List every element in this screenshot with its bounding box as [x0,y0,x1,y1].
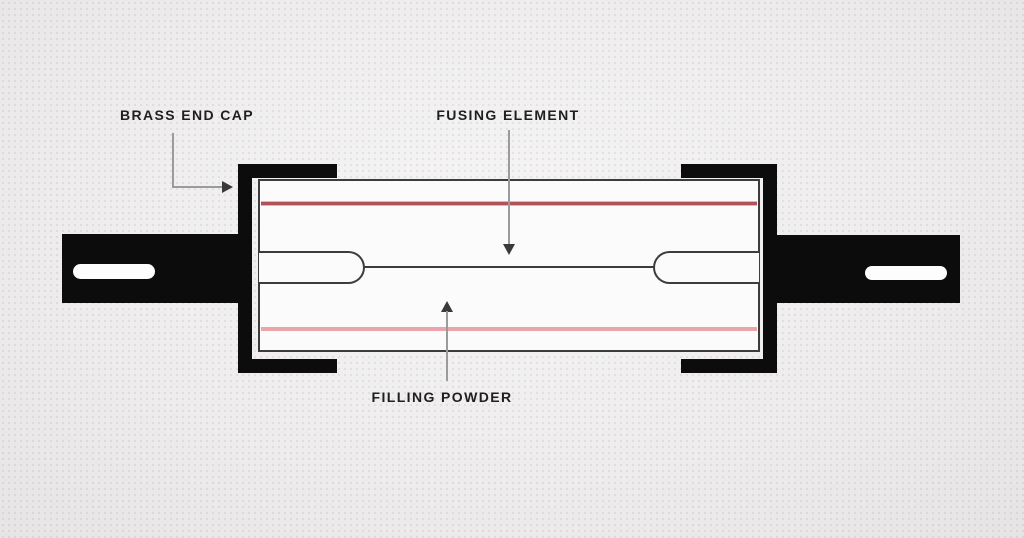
right-end-cap-bottom-arm [681,359,777,373]
brass-end-cap-arrowhead-icon [222,181,233,193]
right-end-cap-top-arm [681,164,777,178]
fusing-element-arrow-line [508,130,510,245]
fusing-element-left-end [259,251,365,284]
filling-powder-arrow-line [446,311,448,381]
left-end-cap-bottom-arm [238,359,337,373]
fusing-element-label: FUSING ELEMENT [436,107,580,123]
filling-powder-arrowhead-icon [441,301,453,312]
brass-end-cap-arrow-hline [172,186,223,188]
right-terminal-slot [865,266,947,280]
left-end-cap-top-arm [238,164,337,178]
fusing-element-right-end [653,251,759,284]
pink-line-bottom [261,327,757,331]
brass-end-cap-label: BRASS END CAP [119,107,255,123]
right-end-cap-vertical [763,164,777,373]
fusing-element-arrowhead-icon [503,244,515,255]
left-terminal-slot [73,264,155,279]
fusing-element-wire [364,266,654,268]
filling-powder-label: FILLING POWDER [371,389,513,405]
left-end-cap-vertical [238,164,252,373]
brass-end-cap-arrow-vline [172,133,174,188]
